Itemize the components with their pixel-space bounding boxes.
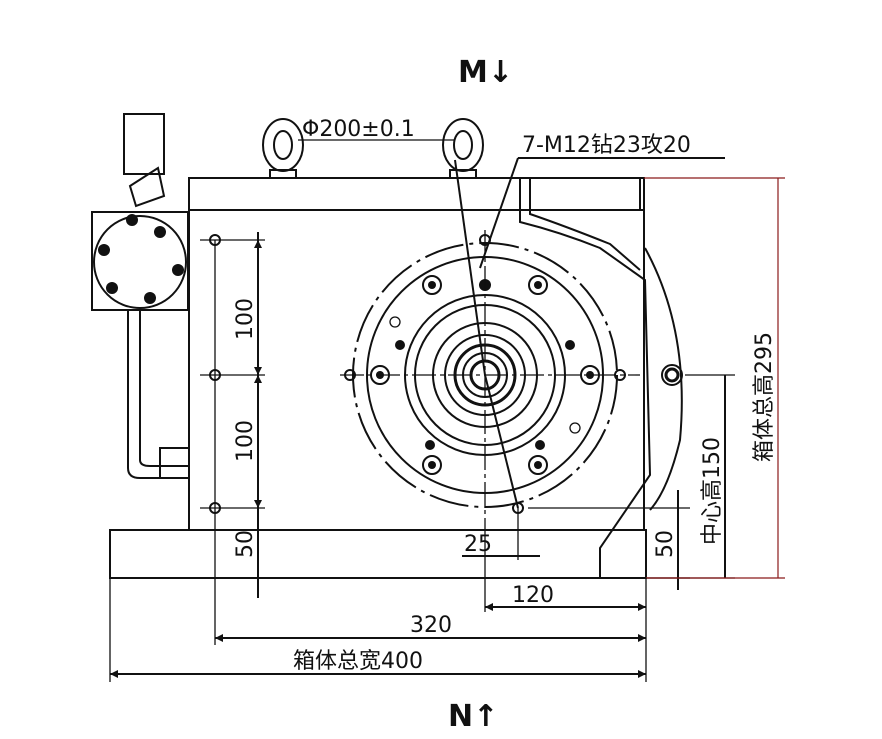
dim-50-left: 50 [233, 530, 258, 558]
dim-50-right: 50 [653, 530, 678, 558]
dim-100-lower: 100 [233, 420, 258, 462]
total-width-label: 箱体总宽400 [293, 649, 423, 674]
base-plate [109, 529, 647, 579]
dim-320: 320 [410, 613, 452, 638]
side-motor [91, 113, 190, 479]
ring-diameter-label: Φ200±0.1 [302, 117, 415, 142]
bolt-holes [370, 275, 600, 475]
view-label-top: M↓ [458, 55, 513, 90]
dimensions [109, 139, 785, 682]
housing-body [188, 177, 683, 579]
view-label-bottom: N↑ [448, 699, 498, 734]
center-height-label: 中心高150 [700, 437, 725, 545]
lifting-eye-left [262, 118, 304, 179]
total-height-label: 箱体总高295 [752, 332, 777, 462]
center-lines [340, 230, 640, 520]
lifting-eye-right [442, 118, 484, 179]
dim-120: 120 [512, 583, 554, 608]
dim-100-upper: 100 [233, 298, 258, 340]
holes-label: 7-M12钻23攻20 [522, 133, 691, 158]
dim-25: 25 [464, 532, 492, 557]
